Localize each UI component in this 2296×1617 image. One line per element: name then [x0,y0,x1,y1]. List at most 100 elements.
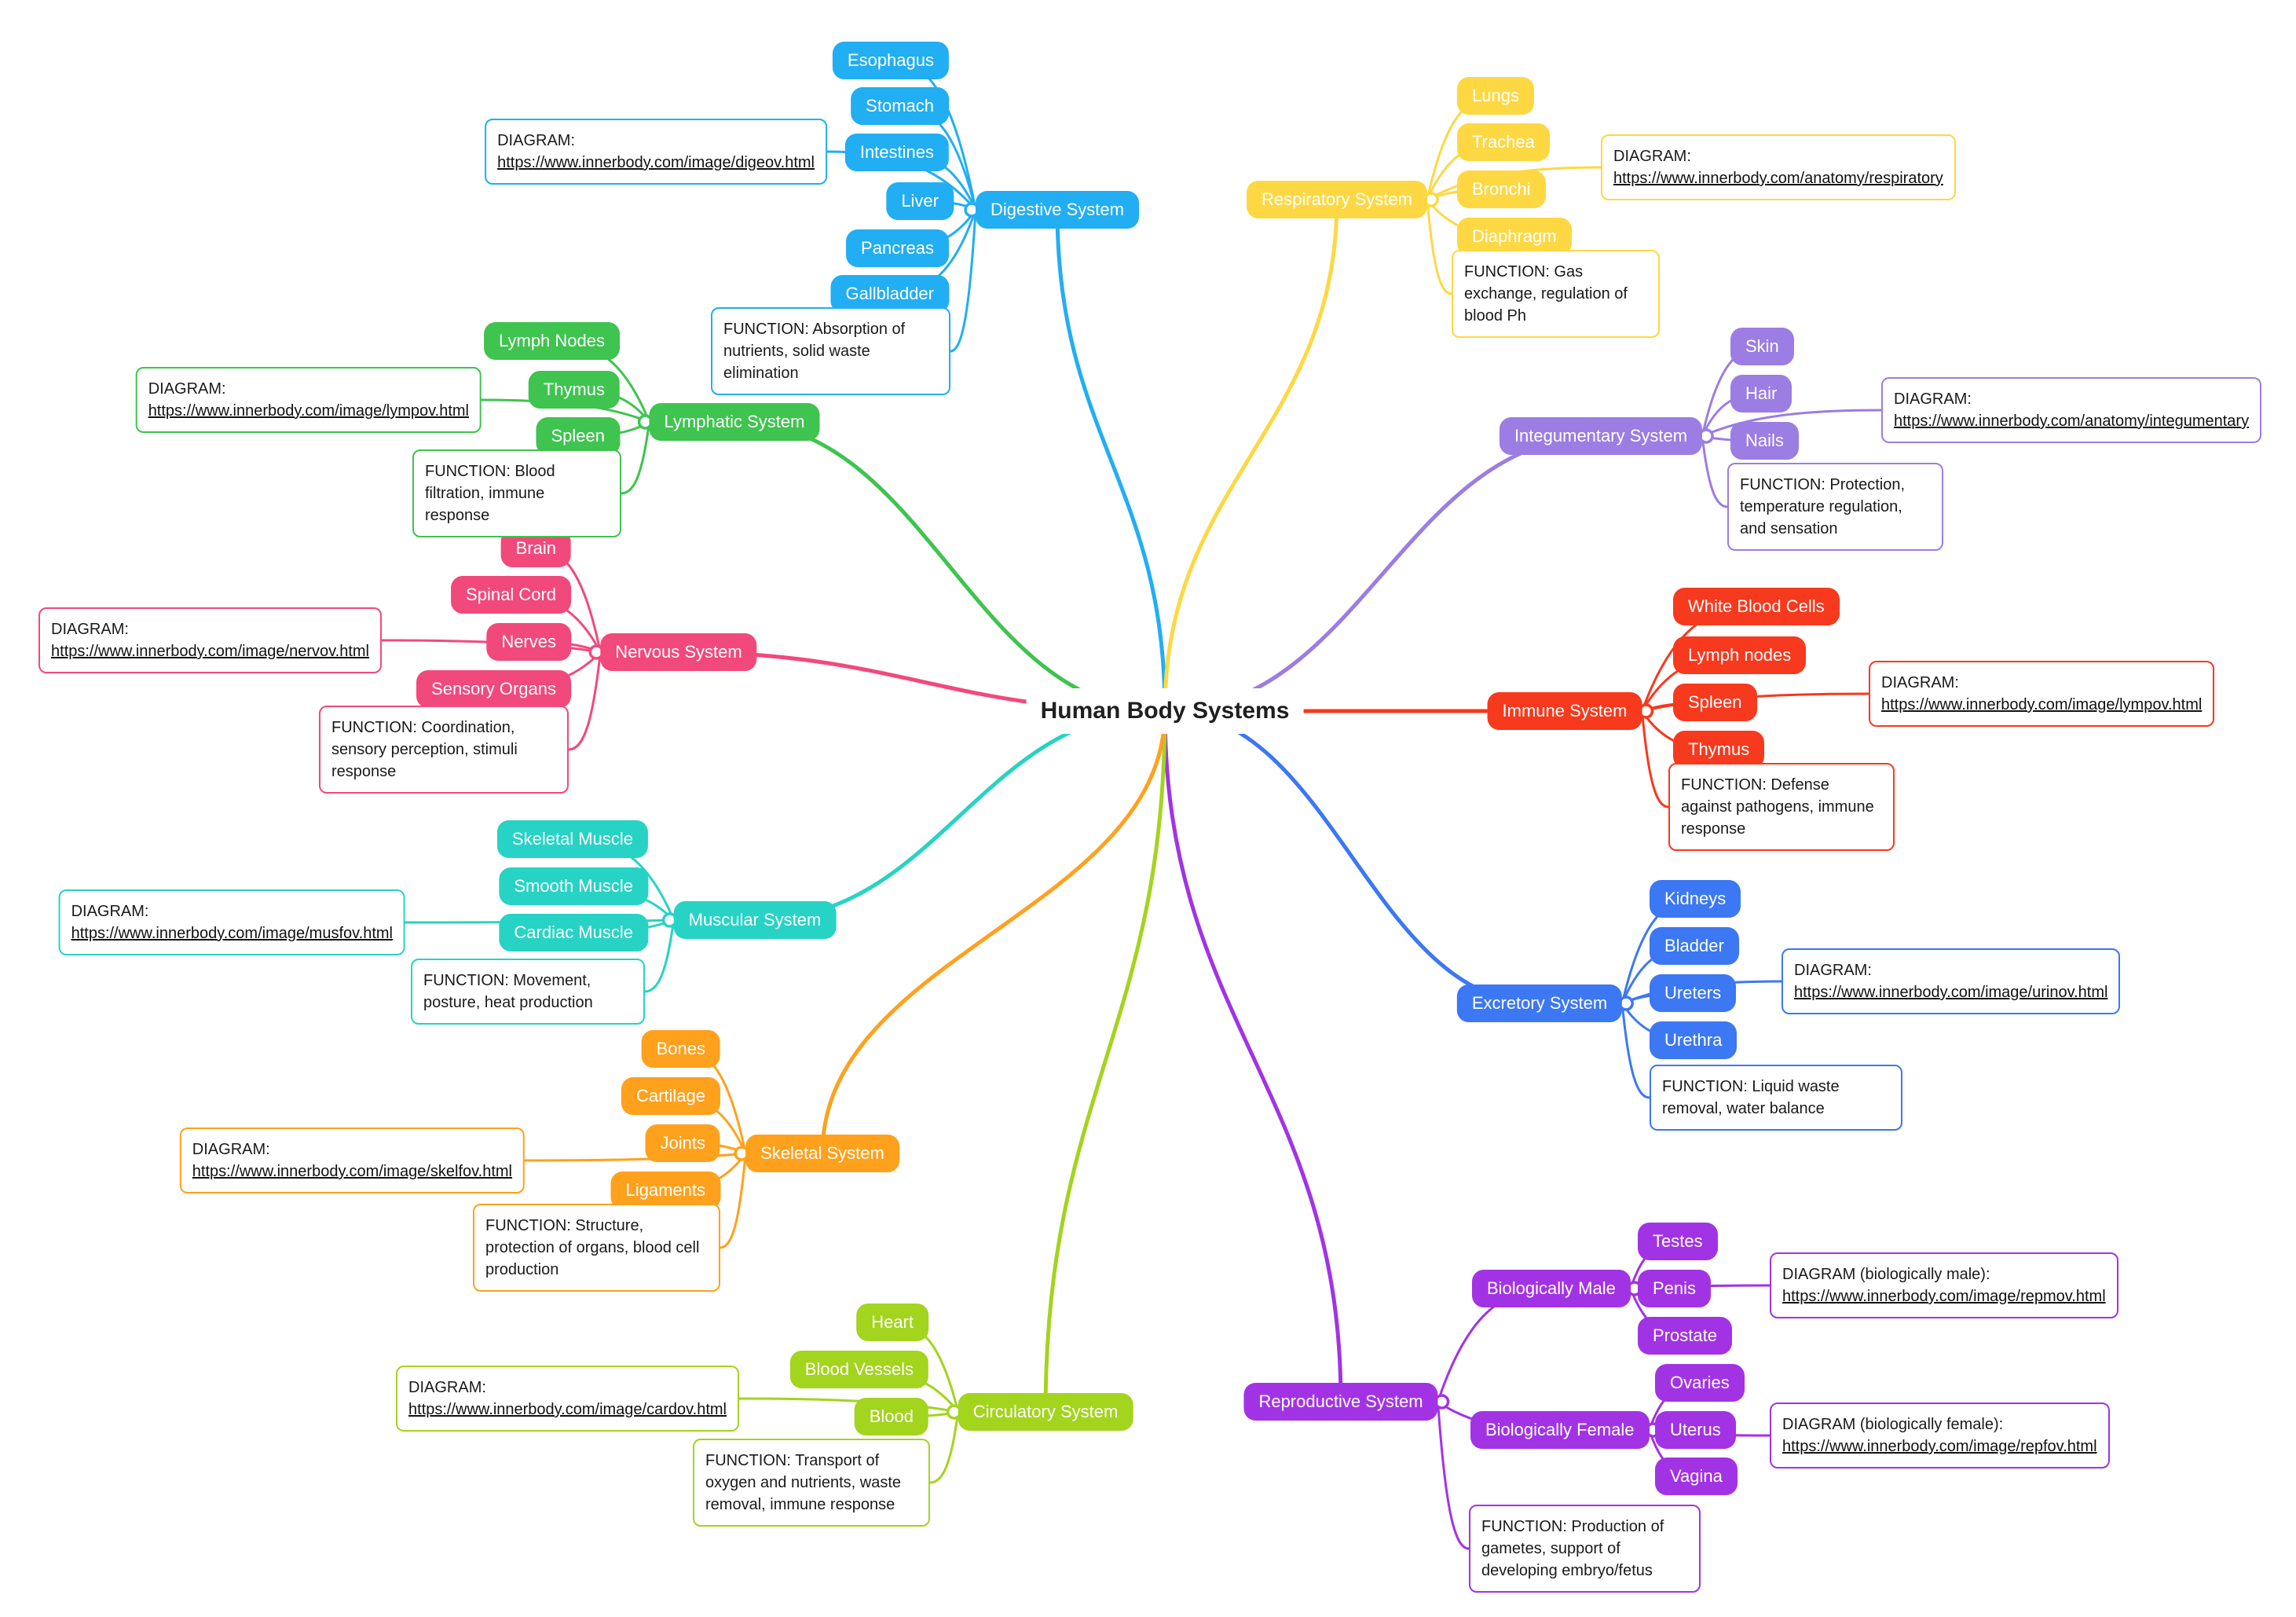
skeletal-function-box[interactable]: FUNCTION: Structure, protection of organ… [473,1204,720,1292]
integumentary-function-box[interactable]: FUNCTION: Protection, temperature regula… [1727,463,1943,551]
digestive-diagram-box[interactable]: DIAGRAM: https://www.innerbody.com/image… [485,119,827,185]
diagram-link[interactable]: https://www.innerbody.com/image/lympov.h… [148,402,469,420]
nervous-diagram-box[interactable]: DIAGRAM: https://www.innerbody.com/image… [38,607,382,673]
node-digestive-system[interactable]: Digestive System [976,191,1139,229]
node-joints[interactable]: Joints [645,1124,720,1162]
reproductive-male-diagram-box[interactable]: DIAGRAM (biologically male): https://www… [1770,1252,2118,1318]
node-smooth-muscle[interactable]: Smooth Muscle [499,867,648,905]
node-respiratory-system[interactable]: Respiratory System [1247,181,1427,218]
lymphatic-function-box[interactable]: FUNCTION: Blood filtration, immune respo… [412,449,621,537]
node-esophagus[interactable]: Esophagus [832,42,949,79]
diagram-link[interactable]: https://www.innerbody.com/image/cardov.h… [408,1401,727,1418]
node-thymus[interactable]: Thymus [528,371,620,409]
node-heart[interactable]: Heart [856,1304,928,1341]
node-thymus-immune[interactable]: Thymus [1673,731,1765,768]
diagram-link[interactable]: https://www.innerbody.com/image/urinov.h… [1794,984,2108,1001]
diagram-link[interactable]: https://www.innerbody.com/image/musfov.h… [71,925,393,942]
node-biologically-male[interactable]: Biologically Male [1472,1270,1631,1307]
node-ovaries[interactable]: Ovaries [1655,1364,1745,1402]
node-diaphragm[interactable]: Diaphragm [1457,218,1572,255]
diagram-label: DIAGRAM: [51,621,129,638]
node-lymphatic-system[interactable]: Lymphatic System [649,403,820,441]
diagram-link[interactable]: https://www.innerbody.com/image/lympov.h… [1881,696,2203,713]
excretory-function-box[interactable]: FUNCTION: Liquid waste removal, water ba… [1650,1065,1902,1131]
diagram-label: DIAGRAM: [148,380,226,398]
node-spleen[interactable]: Spleen [536,417,620,455]
function-text: FUNCTION: Gas exchange, regulation of bl… [1464,263,1628,324]
digestive-function-box[interactable]: FUNCTION: Absorption of nutrients, solid… [711,307,950,395]
function-text: FUNCTION: Structure, protection of organ… [485,1217,700,1278]
node-reproductive-system[interactable]: Reproductive System [1243,1383,1438,1421]
diagram-link[interactable]: https://www.innerbody.com/image/digeov.h… [497,154,815,171]
reproductive-function-box[interactable]: FUNCTION: Production of gametes, support… [1469,1505,1701,1593]
node-ligaments[interactable]: Ligaments [610,1172,720,1209]
muscular-function-box[interactable]: FUNCTION: Movement, posture, heat produc… [411,959,645,1025]
circulatory-function-box[interactable]: FUNCTION: Transport of oxygen and nutrie… [693,1439,930,1527]
central-topic[interactable]: Human Body Systems [1026,688,1304,734]
reproductive-female-diagram-box[interactable]: DIAGRAM (biologically female): https://w… [1770,1402,2110,1468]
lymphatic-diagram-box[interactable]: DIAGRAM: https://www.innerbody.com/image… [135,367,482,433]
node-lymph-nodes[interactable]: Lymph Nodes [484,322,620,360]
node-kidneys[interactable]: Kidneys [1650,880,1741,918]
node-uterus[interactable]: Uterus [1655,1411,1736,1449]
excretory-diagram-box[interactable]: DIAGRAM: https://www.innerbody.com/image… [1782,948,2121,1014]
node-nervous-system[interactable]: Nervous System [600,633,757,671]
node-urethra[interactable]: Urethra [1650,1021,1738,1059]
nervous-function-box[interactable]: FUNCTION: Coordination, sensory percepti… [319,706,569,794]
node-bones[interactable]: Bones [641,1030,720,1068]
diagram-label: DIAGRAM: [408,1379,486,1396]
node-vagina[interactable]: Vagina [1655,1458,1738,1495]
node-skeletal-muscle[interactable]: Skeletal Muscle [496,820,648,858]
node-gallbladder[interactable]: Gallbladder [830,275,949,313]
function-text: FUNCTION: Liquid waste removal, water ba… [1662,1078,1840,1117]
node-prostate[interactable]: Prostate [1638,1317,1732,1355]
node-circulatory-system[interactable]: Circulatory System [958,1393,1133,1431]
circulatory-diagram-box[interactable]: DIAGRAM: https://www.innerbody.com/image… [396,1366,739,1432]
immune-function-box[interactable]: FUNCTION: Defense against pathogens, imm… [1668,763,1895,851]
node-nerves[interactable]: Nerves [486,623,571,661]
diagram-link[interactable]: https://www.innerbody.com/image/nervov.h… [51,643,369,660]
node-lymph-nodes-immune[interactable]: Lymph nodes [1673,636,1807,674]
node-testes[interactable]: Testes [1638,1223,1718,1260]
node-liver[interactable]: Liver [886,182,954,220]
diagram-link[interactable]: https://www.innerbody.com/anatomy/integu… [1894,412,2250,430]
node-muscular-system[interactable]: Muscular System [673,901,837,939]
node-spinal-cord[interactable]: Spinal Cord [451,576,571,614]
node-white-blood-cells[interactable]: White Blood Cells [1673,588,1840,625]
node-ureters[interactable]: Ureters [1650,974,1737,1012]
node-integumentary-system[interactable]: Integumentary System [1499,417,1703,455]
diagram-link[interactable]: https://www.innerbody.com/image/repfov.h… [1782,1438,2097,1455]
node-bronchi[interactable]: Bronchi [1457,170,1546,208]
muscular-diagram-box[interactable]: DIAGRAM: https://www.innerbody.com/image… [58,889,405,955]
diagram-label: DIAGRAM: [1894,390,1972,408]
node-stomach[interactable]: Stomach [851,87,949,125]
immune-diagram-box[interactable]: DIAGRAM: https://www.innerbody.com/image… [1869,661,2215,727]
node-pancreas[interactable]: Pancreas [846,229,949,267]
node-cardiac-muscle[interactable]: Cardiac Muscle [499,914,648,952]
respiratory-function-box[interactable]: FUNCTION: Gas exchange, regulation of bl… [1452,250,1660,338]
node-sensory-organs[interactable]: Sensory Organs [416,670,571,708]
node-lungs[interactable]: Lungs [1457,77,1534,115]
skeletal-diagram-box[interactable]: DIAGRAM: https://www.innerbody.com/image… [179,1128,525,1194]
node-blood-vessels[interactable]: Blood Vessels [789,1351,928,1388]
node-nails[interactable]: Nails [1730,422,1799,460]
diagram-link[interactable]: https://www.innerbody.com/anatomy/respir… [1613,170,1943,187]
node-excretory-system[interactable]: Excretory System [1456,984,1623,1022]
diagram-link[interactable]: https://www.innerbody.com/image/skelfov.… [192,1163,512,1180]
diagram-link[interactable]: https://www.innerbody.com/image/repmov.h… [1782,1288,2106,1305]
node-immune-system[interactable]: Immune System [1487,692,1642,730]
node-biologically-female[interactable]: Biologically Female [1470,1411,1650,1449]
node-trachea[interactable]: Trachea [1457,123,1550,161]
node-cartilage[interactable]: Cartilage [621,1077,720,1115]
node-hair[interactable]: Hair [1730,375,1792,412]
integumentary-diagram-box[interactable]: DIAGRAM: https://www.innerbody.com/anato… [1881,377,2262,443]
node-skin[interactable]: Skin [1730,328,1794,365]
node-intestines[interactable]: Intestines [844,134,949,171]
node-bladder[interactable]: Bladder [1650,927,1739,965]
node-penis[interactable]: Penis [1638,1270,1712,1307]
node-skeletal-system[interactable]: Skeletal System [745,1135,899,1172]
node-spleen-immune[interactable]: Spleen [1673,684,1757,721]
node-blood[interactable]: Blood [854,1398,928,1436]
respiratory-diagram-box[interactable]: DIAGRAM: https://www.innerbody.com/anato… [1601,134,1956,200]
